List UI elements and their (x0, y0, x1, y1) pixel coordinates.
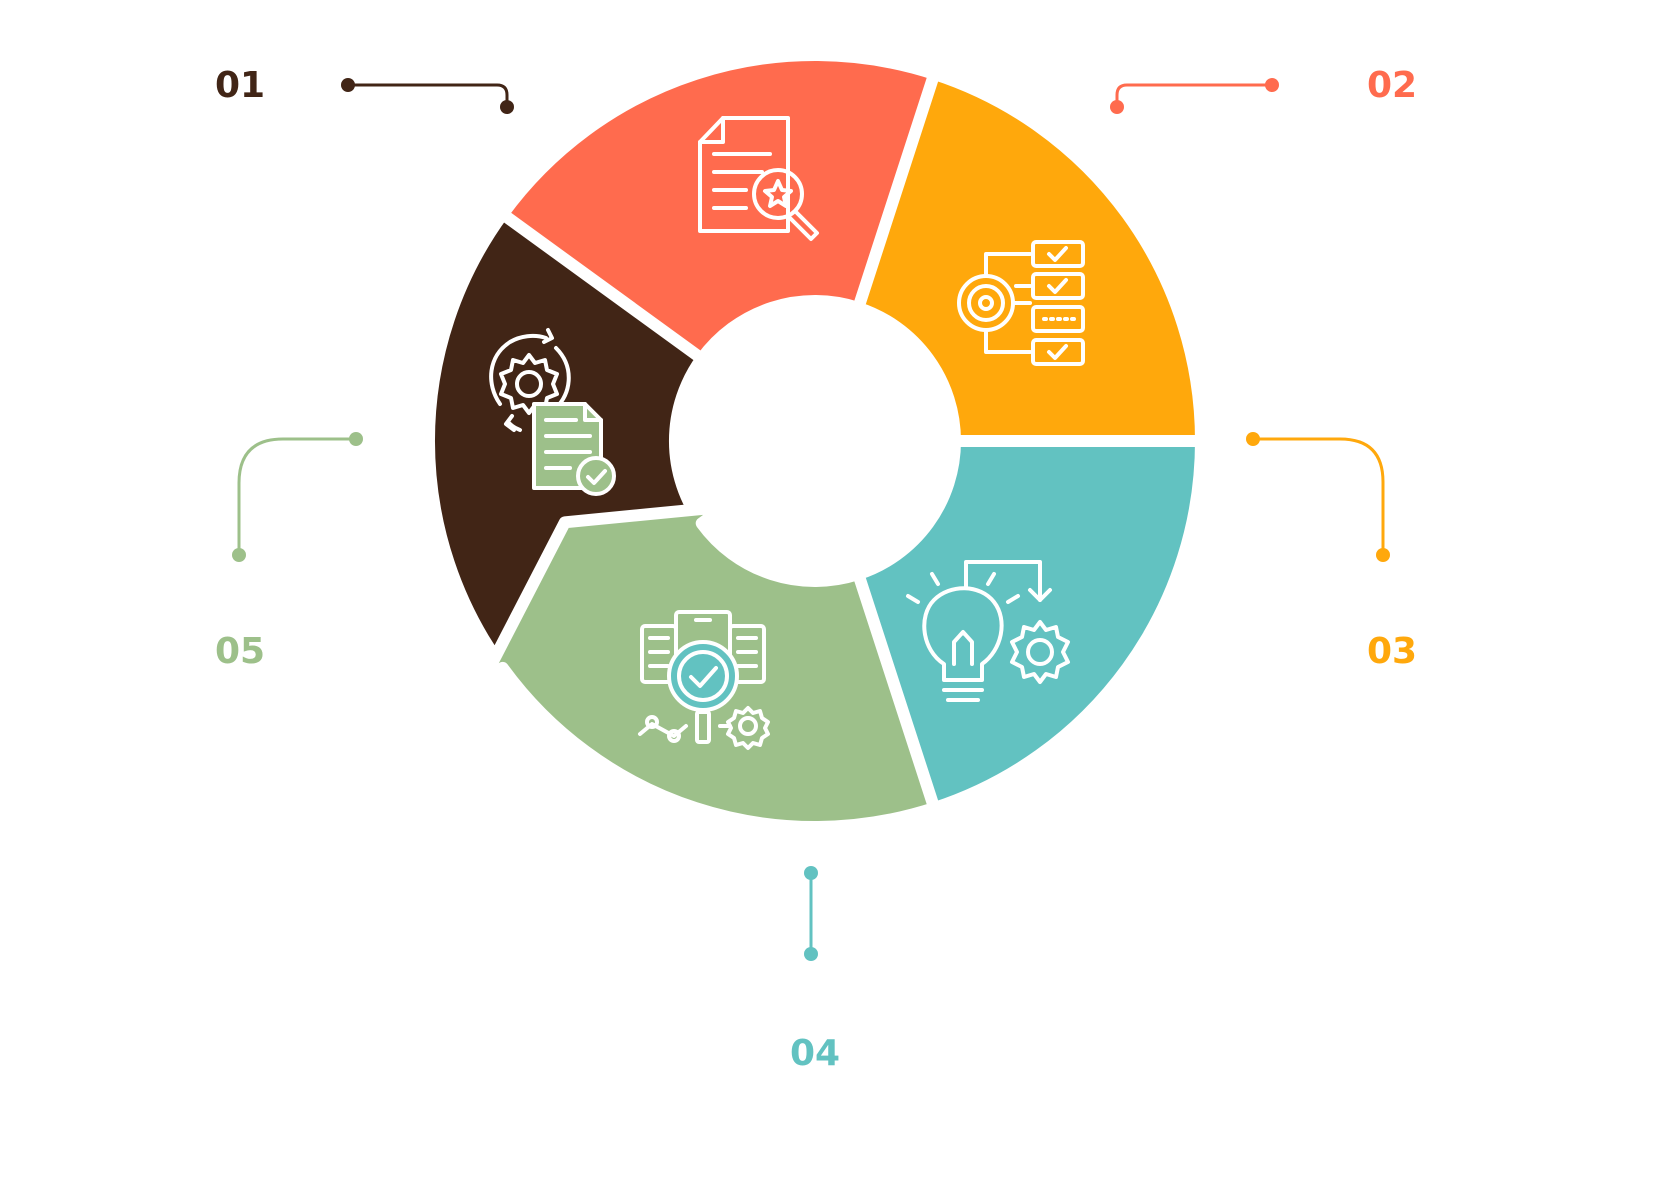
connector-05 (232, 432, 363, 562)
segment-02 (496, 43, 976, 365)
document-process-icon (489, 328, 616, 496)
data-analysis-icon (638, 610, 770, 750)
connector-lines (232, 78, 1390, 961)
document-search-icon (698, 116, 819, 241)
step-03-number: 03 (1367, 631, 1417, 672)
step-01-number: 01 (215, 65, 265, 106)
goal-checklist-icon (957, 240, 1085, 366)
step-05-number: 05 (215, 631, 265, 672)
connector-01 (341, 78, 514, 114)
connector-04 (804, 866, 818, 961)
step-labels: 01 02 03 04 05 (215, 65, 1417, 1074)
connector-03 (1246, 432, 1390, 562)
step-04-number: 04 (790, 1033, 840, 1074)
step-02-number: 02 (1367, 65, 1417, 106)
connector-02 (1110, 78, 1279, 114)
idea-gear-icon (906, 560, 1070, 702)
icons (489, 116, 1085, 750)
